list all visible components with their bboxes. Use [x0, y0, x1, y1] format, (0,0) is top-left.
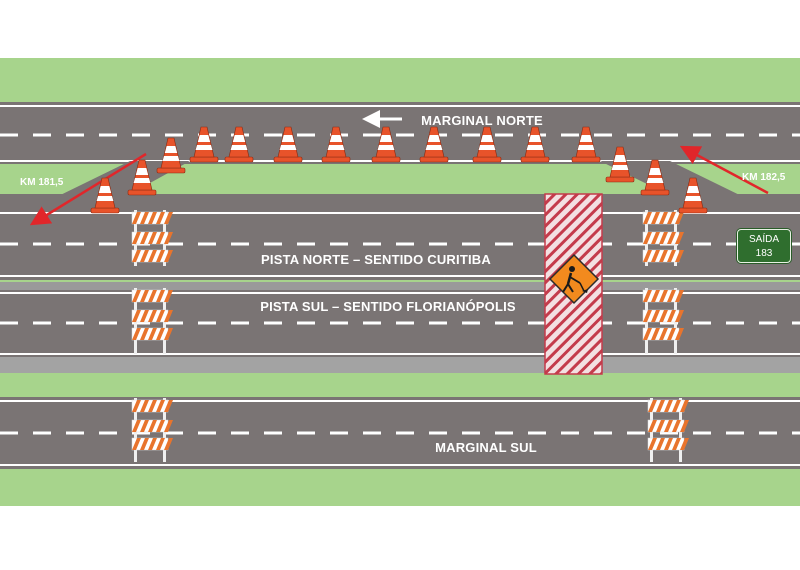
striped-barricade-icon — [131, 398, 173, 462]
diversion-arrow-left-icon — [29, 152, 147, 226]
shoulder-strip — [0, 357, 800, 373]
traffic-cone-icon — [90, 177, 120, 214]
pista-norte-label: PISTA NORTE – SENTIDO CURITIBA — [261, 252, 491, 267]
marginal-sul-label: MARGINAL SUL — [435, 440, 537, 455]
traffic-cone-icon — [156, 137, 186, 174]
traffic-cone-icon — [224, 126, 254, 163]
traffic-cone-icon — [640, 159, 670, 196]
traffic-cone-icon — [605, 146, 635, 183]
traffic-cone-icon — [571, 126, 601, 163]
traffic-cone-icon — [678, 177, 708, 214]
striped-barricade-icon — [642, 288, 684, 354]
traffic-cone-icon — [419, 126, 449, 163]
traffic-cone-icon — [273, 126, 303, 163]
traffic-cone-icon — [189, 126, 219, 163]
traffic-cone-icon — [472, 126, 502, 163]
diversion-arrow-right-icon — [679, 145, 769, 195]
traffic-cone-icon — [321, 126, 351, 163]
marginal-norte-road — [0, 102, 800, 164]
barricades-group — [131, 210, 689, 462]
marginal-norte-label: MARGINAL NORTE — [421, 113, 543, 128]
km-181-label: KM 181,5 — [20, 177, 64, 188]
striped-barricade-icon — [647, 398, 689, 462]
traffic-cone-icon — [127, 159, 157, 196]
striped-barricade-icon — [131, 288, 173, 354]
traffic-cone-icon — [371, 126, 401, 163]
pista-sul-label: PISTA SUL – SENTIDO FLORIANÓPOLIS — [260, 299, 516, 314]
traffic-cones-group — [90, 126, 708, 214]
exit-sign-title: SAÍDA — [748, 234, 779, 245]
striped-barricade-icon — [642, 210, 684, 266]
km-182-label: KM 182,5 — [742, 172, 786, 183]
men-at-work-sign-icon — [548, 253, 600, 305]
exit-sign: SAÍDA 183 — [737, 229, 791, 263]
exit-sign-number: 183 — [755, 248, 773, 259]
striped-barricade-icon — [131, 210, 173, 266]
traffic-cone-icon — [520, 126, 550, 163]
median-strip — [0, 282, 800, 290]
